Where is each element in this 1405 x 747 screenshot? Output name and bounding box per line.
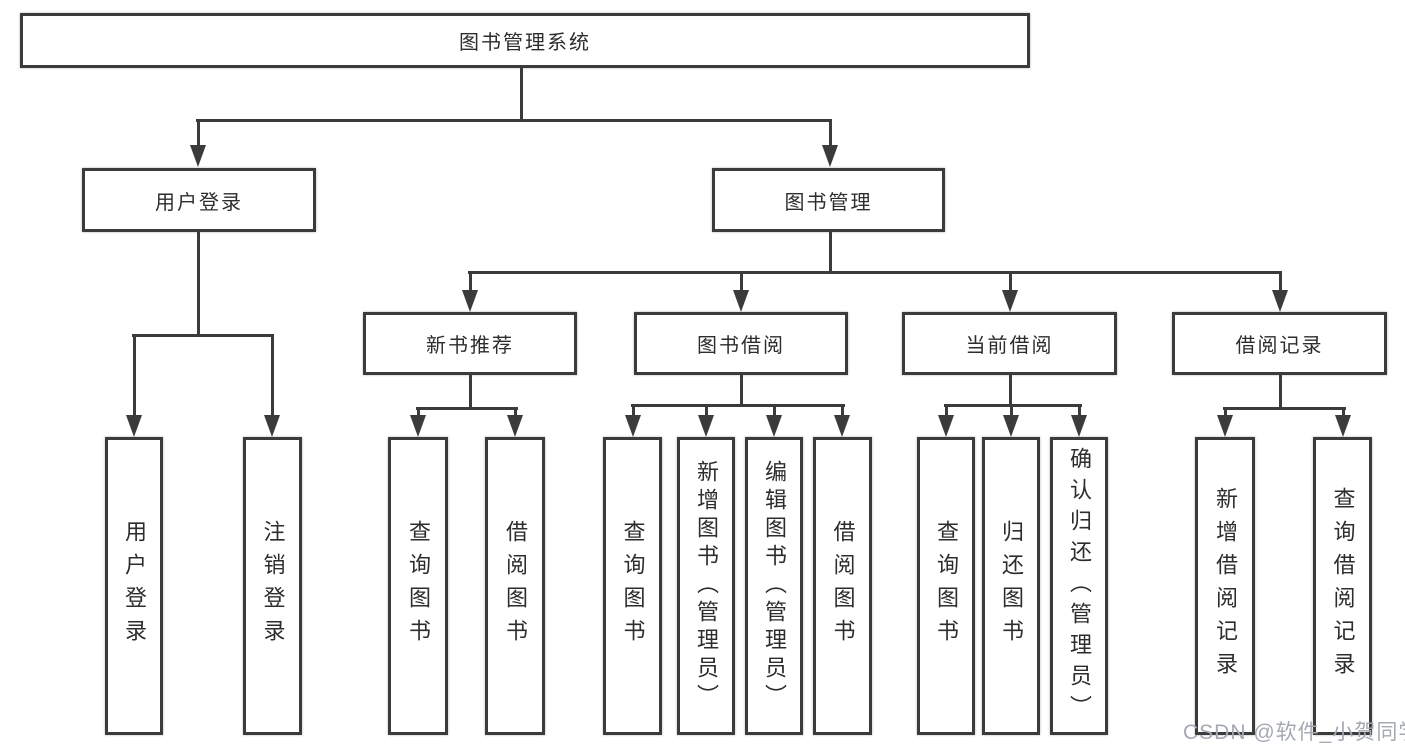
leaf-borrow-add-books: 新增图书（管理员） xyxy=(677,437,735,735)
leaf-records-query-record-label: 查询借阅记录 xyxy=(1330,487,1356,685)
conn-newrec-drop xyxy=(469,375,472,410)
arrow-to-records-add-icon xyxy=(1217,415,1233,437)
node-book-mgmt-label: 图书管理 xyxy=(784,191,873,214)
leaf-current-return-books: 归还图书 xyxy=(982,437,1040,735)
conn-records-drop xyxy=(1279,375,1282,410)
conn-records-c2-shaft xyxy=(1342,407,1345,417)
leaf-borrow-query-books: 查询图书 xyxy=(603,437,662,735)
conn-userlogin-drop xyxy=(197,232,200,337)
node-book-mgmt: 图书管理 xyxy=(712,168,945,232)
leaf-logout: 注销登录 xyxy=(243,437,302,735)
node-borrow-records-label: 借阅记录 xyxy=(1235,335,1324,357)
node-root: 图书管理系统 xyxy=(20,13,1030,68)
conn-bookborrow-c1-shaft xyxy=(632,404,635,417)
arrow-to-borrow-add-icon xyxy=(698,415,714,437)
node-new-book-rec-label: 新书推荐 xyxy=(426,335,514,357)
arrow-to-current-borrow-icon xyxy=(1002,290,1018,312)
arrow-to-current-query-icon xyxy=(938,415,954,437)
node-current-borrow-label: 当前借阅 xyxy=(965,335,1054,357)
leaf-newrec-borrow-books: 借阅图书 xyxy=(485,437,545,735)
conn-root-h xyxy=(196,119,832,122)
conn-userlogin-c2-shaft xyxy=(271,334,274,416)
conn-currentborrow-h xyxy=(944,404,1082,407)
leaf-newrec-query-books-label: 查询图书 xyxy=(406,520,431,652)
leaf-current-return-books-label: 归还图书 xyxy=(999,520,1024,652)
leaf-current-confirm-return-label: 确认归还（管理员） xyxy=(1067,446,1092,726)
node-user-login-label: 用户登录 xyxy=(155,191,243,214)
conn-records-h xyxy=(1223,407,1346,410)
node-book-borrow-label: 图书借阅 xyxy=(697,335,785,357)
conn-userlogin-h xyxy=(132,334,274,337)
arrow-to-leaf-user-login-icon xyxy=(126,415,142,437)
arrow-to-borrow-records-icon xyxy=(1272,290,1288,312)
arrow-to-leaf-logout-icon xyxy=(264,415,280,437)
conn-userlogin-c1-shaft xyxy=(133,334,136,416)
leaf-borrow-borrow-books: 借阅图书 xyxy=(813,437,872,735)
conn-bookborrow-h xyxy=(631,404,845,407)
conn-currentborrow-c3-shaft xyxy=(1078,404,1081,417)
conn-bookborrow-c2-shaft xyxy=(705,404,708,417)
conn-bookmgmt-h xyxy=(468,271,1282,274)
leaf-borrow-borrow-books-label: 借阅图书 xyxy=(830,520,856,652)
leaf-newrec-borrow-books-label: 借阅图书 xyxy=(503,520,528,652)
conn-root-userlogin-shaft xyxy=(197,119,200,146)
conn-currentborrow-c1-shaft xyxy=(945,404,948,417)
node-book-borrow: 图书借阅 xyxy=(634,312,848,375)
node-new-book-rec: 新书推荐 xyxy=(363,312,577,375)
conn-newrec-c2-shaft xyxy=(514,407,517,417)
arrow-to-borrow-query-icon xyxy=(625,415,641,437)
leaf-current-query-books: 查询图书 xyxy=(917,437,975,735)
conn-bookborrow-drop xyxy=(740,375,743,407)
node-current-borrow: 当前借阅 xyxy=(902,312,1117,375)
conn-currentborrow-shaft xyxy=(1009,271,1012,291)
leaf-borrow-query-books-label: 查询图书 xyxy=(620,520,646,652)
leaf-borrow-edit-books-label: 编辑图书（管理员） xyxy=(762,460,787,712)
arrow-to-borrow-edit-icon xyxy=(766,415,782,437)
conn-root-bookmgmt-shaft xyxy=(829,119,832,146)
conn-newrec-h xyxy=(416,407,518,410)
conn-newrec-shaft xyxy=(469,271,472,291)
conn-currentborrow-drop xyxy=(1009,375,1012,407)
leaf-borrow-add-books-label: 新增图书（管理员） xyxy=(694,460,719,712)
node-user-login: 用户登录 xyxy=(82,168,316,232)
arrow-to-current-return-icon xyxy=(1003,415,1019,437)
arrow-to-records-query-icon xyxy=(1335,415,1351,437)
leaf-borrow-edit-books: 编辑图书（管理员） xyxy=(745,437,803,735)
conn-records-c1-shaft xyxy=(1224,407,1227,417)
leaf-logout-label: 注销登录 xyxy=(260,520,286,652)
conn-bookmgmt-drop xyxy=(829,232,832,274)
leaf-newrec-query-books: 查询图书 xyxy=(388,437,448,735)
arrow-to-current-confirm-icon xyxy=(1071,415,1087,437)
arrow-to-book-mgmt-icon xyxy=(822,145,838,167)
leaf-current-confirm-return: 确认归还（管理员） xyxy=(1050,437,1108,735)
conn-root-drop xyxy=(520,68,523,122)
leaf-records-add-record-label: 新增借阅记录 xyxy=(1213,487,1238,685)
conn-bookborrow-c4-shaft xyxy=(841,404,844,417)
conn-borrowrecords-shaft xyxy=(1279,271,1282,291)
leaf-user-login: 用户登录 xyxy=(105,437,163,735)
conn-bookborrow-shaft xyxy=(740,271,743,291)
node-root-label: 图书管理系统 xyxy=(459,32,591,54)
leaf-user-login-label: 用户登录 xyxy=(122,520,147,652)
arrow-to-new-book-rec-icon xyxy=(462,290,478,312)
conn-currentborrow-c2-shaft xyxy=(1010,404,1013,417)
conn-bookborrow-c3-shaft xyxy=(773,404,776,417)
arrow-to-book-borrow-icon xyxy=(733,290,749,312)
node-borrow-records: 借阅记录 xyxy=(1172,312,1387,375)
leaf-current-query-books-label: 查询图书 xyxy=(934,520,959,652)
conn-newrec-c1-shaft xyxy=(417,407,420,417)
leaf-records-query-record: 查询借阅记录 xyxy=(1313,437,1372,735)
arrow-to-borrow-borrow-icon xyxy=(834,415,850,437)
arrow-to-user-login-icon xyxy=(190,145,206,167)
arrow-to-newrec-borrow-icon xyxy=(507,415,523,437)
leaf-records-add-record: 新增借阅记录 xyxy=(1195,437,1255,735)
arrow-to-newrec-query-icon xyxy=(410,415,426,437)
csdn-watermark: CSDN @软件_小贺同学 xyxy=(1183,721,1405,744)
